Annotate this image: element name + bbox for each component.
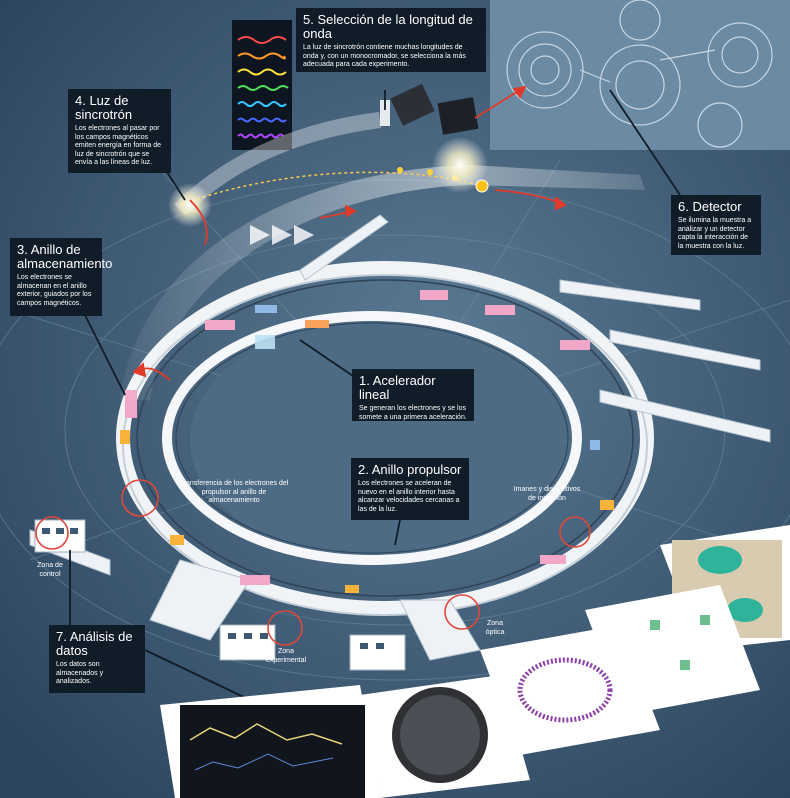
ring-floor — [190, 320, 570, 560]
data-cards — [160, 525, 790, 798]
highlight-circles — [35, 479, 591, 646]
beam-arrows — [132, 85, 567, 381]
callout-data-analysis: 7. Análisis de datos Los datos son almac… — [49, 625, 145, 693]
step-4-body: Los electrones al pasar por los campos m… — [75, 125, 161, 166]
step-3-body: Los electrones se almacenan en el anillo… — [17, 274, 92, 307]
beamlines — [29, 214, 771, 661]
step-1-body: Se generan los electrones y se los somet… — [359, 405, 467, 421]
callout-wavelength-selection: 5. Selección de la longitud de onda La l… — [296, 8, 486, 72]
light-flash — [432, 137, 488, 193]
label-optics-zone: Zona óptica — [485, 620, 505, 636]
step-2-title: 2. Anillo propulsor — [358, 462, 462, 477]
label-control-zone: Zona de control — [37, 562, 63, 578]
callout-storage-ring: 3. Anillo de almacenamiento Los electron… — [10, 238, 113, 316]
step-2-body: Los electrones se aceleran de nuevo en e… — [358, 480, 460, 513]
monochromator — [380, 83, 479, 135]
step-5-body: La luz de sincrotrón contiene muchas lon… — [303, 44, 466, 68]
wavelength-spectrum — [232, 20, 292, 150]
label-transfer: Transferencia de los electrones del prop… — [179, 480, 289, 504]
light-flash-left — [168, 183, 212, 227]
callout-booster-ring: 2. Anillo propulsor Los electrones se ac… — [351, 458, 469, 520]
step-6-title: 6. Detector — [678, 199, 742, 214]
callout-linear-accelerator: 1. Acelerador lineal Se generan los elec… — [352, 369, 474, 421]
step-4-title: 4. Luz de sincrotrón — [75, 93, 133, 122]
callout-synchrotron-light: 4. Luz de sincrotrón Los electrones al p… — [68, 89, 171, 173]
step-5-title: 5. Selección de la longitud de onda — [303, 12, 473, 41]
label-magnets: Imanes y dispositivos de inserción — [513, 486, 581, 502]
step-1-title: 1. Acelerador lineal — [359, 373, 436, 402]
label-experimental-zone: Zona experimental — [265, 648, 307, 664]
detector-chamber — [490, 0, 790, 150]
step-7-body: Los datos son almacenados y analizados. — [56, 661, 104, 685]
booster-ring — [162, 311, 582, 565]
hutch-screens — [42, 528, 384, 649]
step-3-title: 3. Anillo de almacenamiento — [17, 242, 113, 271]
step-7-title: 7. Análisis de datos — [56, 629, 133, 658]
hutches — [34, 519, 406, 671]
callout-detector: 6. Detector Se ilumina la muestra a anal… — [671, 195, 761, 255]
step-6-body: Se ilumina la muestra a analizar y un de… — [678, 217, 752, 250]
